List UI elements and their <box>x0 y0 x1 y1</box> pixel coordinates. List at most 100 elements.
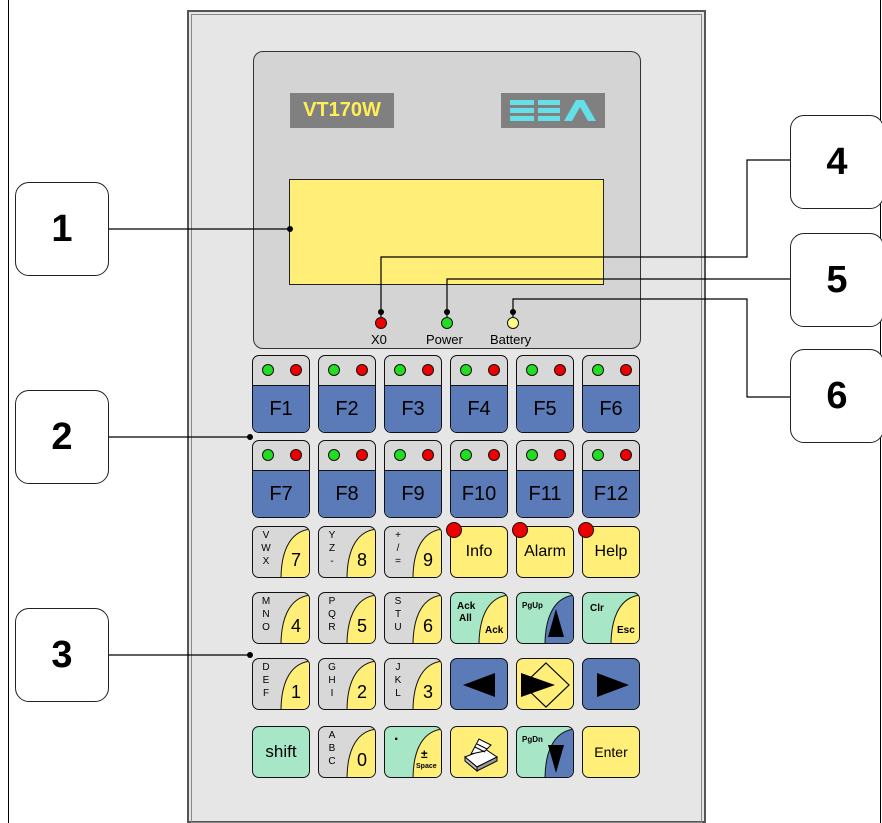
key-3-digit: 3 <box>422 682 433 702</box>
arrow-right-key[interactable] <box>582 658 640 710</box>
f10-key-label: F10 <box>451 470 507 517</box>
model-label: VT170W <box>290 93 394 128</box>
shift-key[interactable]: shift <box>252 726 310 778</box>
f1-key[interactable]: F1 <box>252 355 310 433</box>
ack-label: Ack <box>485 625 504 636</box>
key-9-digit: 9 <box>422 550 433 570</box>
key-9[interactable]: +/= 9 <box>384 526 442 578</box>
pgdn-key[interactable]: PgDn <box>516 726 574 778</box>
f11-key-label: F11 <box>517 470 573 517</box>
f6-key[interactable]: F6 <box>582 355 640 433</box>
pgup-key[interactable]: PgUp <box>516 592 574 644</box>
ack-all-label-2: All <box>459 613 472 624</box>
pgdn-label: PgDn <box>522 735 543 744</box>
f4-key[interactable]: F4 <box>450 355 508 433</box>
f12-key-label: F12 <box>583 470 639 517</box>
x0-led <box>375 317 387 329</box>
power-led <box>441 317 453 329</box>
printer-icon <box>464 738 498 773</box>
clr-esc-key[interactable]: Clr Esc <box>582 592 640 644</box>
dot-label: . <box>394 727 399 744</box>
info-key[interactable]: Info <box>446 522 508 578</box>
alarm-key-label: Alarm <box>524 543 566 560</box>
plusminus-label: ± <box>421 747 428 761</box>
f11-key[interactable]: F11 <box>516 440 574 518</box>
key-6-digit: 6 <box>422 616 433 636</box>
key-9-letters: +/= <box>395 530 401 567</box>
battery-led <box>507 317 519 329</box>
f1-key-label: F1 <box>253 385 309 432</box>
key-7-digit: 7 <box>290 550 301 570</box>
f4-key-label: F4 <box>451 385 507 432</box>
help-key[interactable]: Help <box>578 522 640 578</box>
key-0-digit: 0 <box>356 750 367 770</box>
f7-key[interactable]: F7 <box>252 440 310 518</box>
f8-key[interactable]: F8 <box>318 440 376 518</box>
enter-key[interactable]: Enter <box>582 726 640 778</box>
callout-6: 6 <box>790 349 882 443</box>
arrow-right-icon <box>597 673 629 697</box>
info-key-label: Info <box>465 543 493 560</box>
help-key-label: Help <box>594 543 628 560</box>
key-8-digit: 8 <box>356 550 367 570</box>
enter-key-label: Enter <box>594 744 628 760</box>
alarm-key-led <box>512 522 528 538</box>
key-1-digit: 1 <box>290 682 301 702</box>
f9-key[interactable]: F9 <box>384 440 442 518</box>
arrow-left-key[interactable] <box>450 658 508 710</box>
f12-key[interactable]: F12 <box>582 440 640 518</box>
pgup-label: PgUp <box>522 601 543 610</box>
key-5-digit: 5 <box>356 616 367 636</box>
frame-left-line <box>8 0 9 823</box>
ack-key[interactable]: Ack All Ack <box>450 592 508 644</box>
f3-key[interactable]: F3 <box>384 355 442 433</box>
dot-plusminus-space-key[interactable]: . ± Space <box>384 726 442 778</box>
shift-key-label: shift <box>265 742 297 761</box>
help-key-led <box>578 522 594 538</box>
ack-all-label-1: Ack <box>457 601 476 612</box>
f10-key[interactable]: F10 <box>450 440 508 518</box>
callout-5: 5 <box>790 233 882 327</box>
callout-2: 2 <box>15 390 109 484</box>
right-enter-diamond-key[interactable] <box>516 658 574 710</box>
info-key-led <box>446 522 462 538</box>
lcd-screen <box>289 179 604 285</box>
x0-led-label: X0 <box>371 332 387 347</box>
clr-label: Clr <box>590 603 604 614</box>
callout-1: 1 <box>15 182 109 276</box>
space-label: Space <box>416 763 437 770</box>
f5-key[interactable]: F5 <box>516 355 574 433</box>
f2-key[interactable]: F2 <box>318 355 376 433</box>
print-key[interactable] <box>450 726 508 778</box>
alarm-key[interactable]: Alarm <box>512 522 574 578</box>
esc-label: Esc <box>617 625 635 636</box>
f7-key-label: F7 <box>253 470 309 517</box>
key-2-digit: 2 <box>356 682 367 702</box>
callout-3: 3 <box>15 608 109 702</box>
f9-key-label: F9 <box>385 470 441 517</box>
battery-led-label: Battery <box>490 332 532 347</box>
esa-logo-icon <box>510 99 596 121</box>
f3-key-label: F3 <box>385 385 441 432</box>
f5-key-label: F5 <box>517 385 573 432</box>
f2-key-label: F2 <box>319 385 375 432</box>
power-led-label: Power <box>426 332 463 347</box>
